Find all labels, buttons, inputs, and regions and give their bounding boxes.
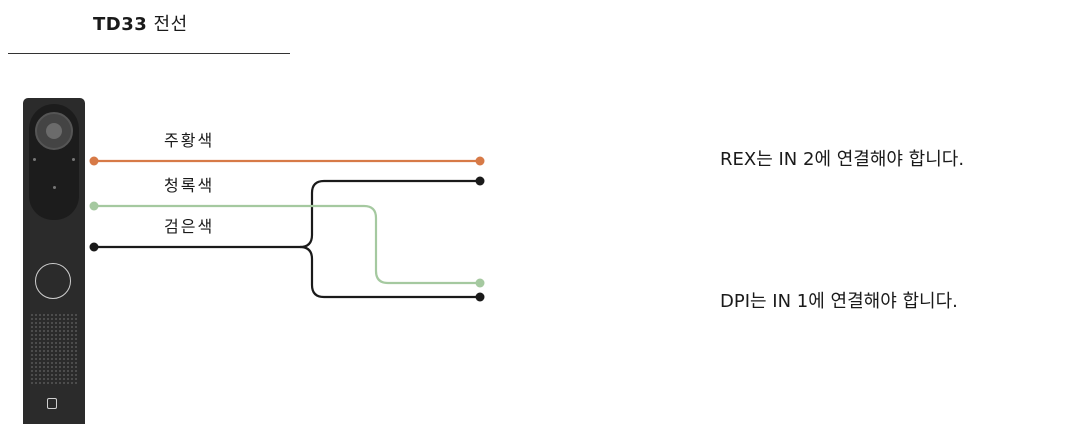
nfc-tag-icon	[47, 398, 57, 409]
camera-lens-center	[46, 123, 62, 139]
black-wire-device-terminal	[89, 242, 99, 252]
sensor-dot-left	[33, 158, 36, 161]
black-wire-to-rex	[94, 179, 480, 249]
green-wire-device-terminal	[89, 201, 99, 211]
camera-lens-icon	[35, 112, 73, 150]
title-model: TD33	[93, 14, 148, 35]
title-divider	[8, 53, 290, 54]
black-wire-label: 검은색	[164, 217, 215, 236]
orange-wire-rex-terminal	[475, 156, 485, 166]
dpi-connection-note: DPI는 IN 1에 연결해야 합니다.	[720, 291, 958, 312]
diagram-title: TD33 전선	[93, 10, 188, 36]
speaker-grille	[30, 313, 78, 385]
green-wire-to-dpi	[94, 204, 480, 285]
doorbell-button-icon	[35, 263, 71, 299]
green-wire-label: 청록색	[164, 176, 215, 195]
orange-wire-label: 주황색	[164, 131, 215, 150]
camera-housing	[29, 104, 79, 220]
black-wire-rex-terminal	[475, 176, 485, 186]
title-text: 전선	[147, 14, 188, 35]
black-wire-to-dpi	[299, 245, 480, 299]
sensor-dot-center	[53, 186, 56, 189]
black-wire-dpi-terminal	[475, 292, 485, 302]
sensor-dot-right	[72, 158, 75, 161]
orange-wire-device-terminal	[89, 156, 99, 166]
doorbell-device	[23, 98, 85, 424]
rex-connection-note: REX는 IN 2에 연결해야 합니다.	[720, 149, 965, 170]
green-wire-dpi-terminal	[475, 278, 485, 288]
